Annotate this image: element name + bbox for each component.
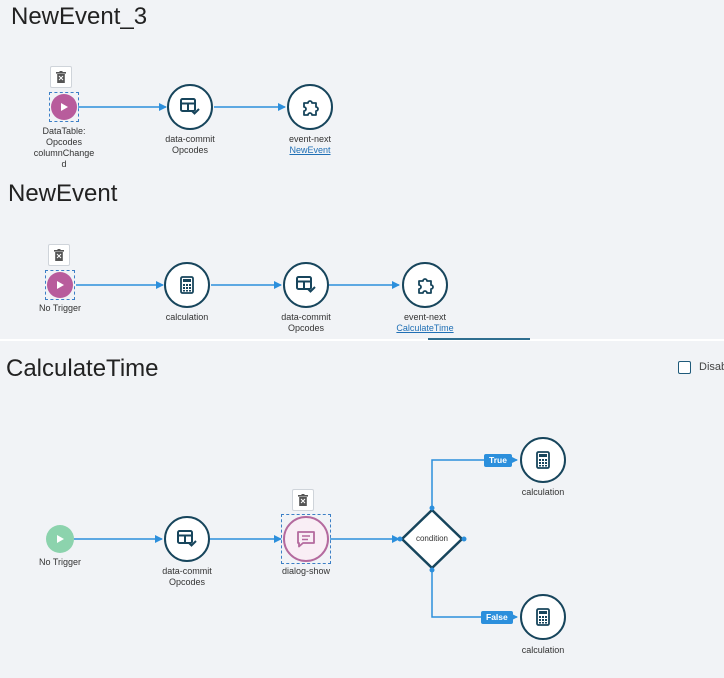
data-commit-node[interactable]	[164, 516, 210, 562]
calculation-node[interactable]	[520, 437, 566, 483]
table-check-icon	[296, 276, 316, 293]
disable-checkbox[interactable]	[678, 361, 691, 374]
trigger-label: No Trigger	[38, 557, 82, 567]
table-check-icon	[180, 98, 200, 115]
connector-true	[431, 456, 518, 508]
trash-icon	[298, 494, 308, 506]
condition-label: condition	[415, 534, 449, 543]
play-icon	[57, 281, 64, 289]
section-title-calculatetime: CalculateTime	[6, 355, 159, 382]
selection-outline	[49, 92, 79, 122]
puzzle-icon	[303, 100, 319, 116]
trigger-node[interactable]	[46, 525, 74, 553]
disable-label: Disab	[699, 361, 724, 373]
chat-bubble-icon	[297, 531, 315, 548]
dialog-show-label: dialog-show	[281, 566, 331, 576]
trash-icon	[56, 71, 66, 83]
event-next-node[interactable]	[287, 84, 333, 130]
event-link[interactable]: CalculateTime	[396, 323, 454, 333]
event-next-node[interactable]	[402, 262, 448, 308]
trigger-label: No Trigger	[38, 303, 82, 313]
data-commit-node[interactable]	[283, 262, 329, 308]
section-divider	[0, 339, 724, 341]
branch-false-badge: False	[481, 611, 513, 624]
calculation-label: calculation	[521, 645, 565, 655]
section-title-newevent: NewEvent	[8, 180, 118, 207]
trash-icon	[54, 249, 64, 261]
dialog-show-node[interactable]	[283, 516, 329, 562]
delete-button[interactable]	[50, 66, 72, 88]
scroll-indicator	[428, 338, 530, 340]
selection-outline	[281, 514, 331, 564]
branch-true-badge: True	[484, 454, 512, 467]
connector-false	[431, 570, 518, 621]
calculation-label: calculation	[521, 487, 565, 497]
delete-button[interactable]	[292, 489, 314, 511]
calculation-node[interactable]	[520, 594, 566, 640]
trigger-node[interactable]	[47, 272, 73, 298]
play-icon	[61, 103, 68, 111]
section-title-newevent-3: NewEvent_3	[11, 3, 148, 30]
data-commit-node[interactable]	[167, 84, 213, 130]
play-icon	[57, 535, 64, 543]
puzzle-icon	[418, 278, 434, 294]
table-check-icon	[177, 530, 197, 547]
selection-outline	[45, 270, 75, 300]
delete-button[interactable]	[48, 244, 70, 266]
event-link[interactable]: NewEvent	[289, 145, 331, 155]
calculator-icon	[536, 451, 550, 469]
calculator-icon	[536, 608, 550, 626]
calculation-label: calculation	[165, 312, 209, 322]
calculator-icon	[180, 276, 194, 294]
calculation-node[interactable]	[164, 262, 210, 308]
trigger-node[interactable]	[51, 94, 77, 120]
